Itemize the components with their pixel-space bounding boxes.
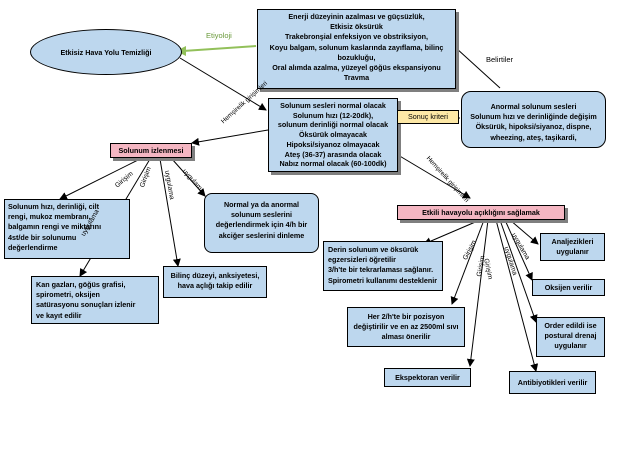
oxygen-box: Oksijen verilir [532, 279, 605, 296]
deepbreath-line: Derin solunum ve öksürük [328, 245, 419, 254]
resp-rate-box: Solunum hızı, derinliği, cilt rengi, muk… [4, 199, 130, 259]
expectorant-box: Ekspektoran verilir [384, 368, 471, 387]
breath-sounds-box: Normal ya da anormal solunum seslerini d… [204, 193, 319, 253]
symptoms-box: Anormal solunum sesleri Solunum hızı ve … [461, 91, 606, 148]
airway-to-deepbreath-connector [423, 219, 481, 245]
causes-line: Trakebronşial enfeksiyon ve obstriksiyon… [284, 32, 428, 42]
causes-line: Koyu balgam, solunum kaslarında zayıflam… [269, 42, 444, 52]
analgesic-line: uygulanır [556, 247, 589, 257]
consciousness-box: Bilinç düzeyi, anksiyetesi, hava açlığı … [163, 266, 267, 298]
antibiotic-label: Antibiyotikleri verilir [517, 378, 588, 387]
criteria-line: solunum derinliği normal olacak [277, 120, 389, 130]
position-box: Her 2/h'te bir pozisyon değiştirilir ve … [347, 307, 465, 347]
goal-to-monitoring-connector [191, 129, 269, 146]
monitoring-title: Solunum izlenmesi [118, 146, 184, 155]
result-criteria-tag: Sonuç kriteri [397, 110, 459, 124]
resp-line: değerlendirme [8, 242, 58, 252]
position-line: değiştirilir ve en az 2500ml sıvı [353, 322, 459, 332]
causes-line: bozukluğu, [337, 52, 376, 62]
symptom-line: wheezing, ateş, taşikardi, [490, 132, 577, 142]
drainage-box: Order edildi ise postural drenaj uygulan… [536, 317, 605, 357]
symptom-line: Solunum hızı ve derinliğinde değişim [470, 112, 597, 122]
position-line: Her 2/h'te bir pozisyon [367, 312, 445, 321]
deepbreath-line: Spirometri kullanımı desteklenir [328, 275, 438, 285]
position-line: alması önerilir [381, 332, 431, 342]
airway-to-antibiotic-connector [495, 219, 539, 372]
airway-title: Etkili havayolu açıklığını sağlamak [422, 208, 540, 217]
expectorant-label: Ekspektoran verilir [395, 373, 460, 382]
airway-to-analgesic-connector [509, 219, 539, 245]
analgesic-line: Analjezikleri [551, 237, 594, 246]
resp-line: Solunum hızı, derinliği, cilt [8, 202, 100, 211]
causes-line: Enerji düzeyinin azalması ve güçsüzlük, [288, 12, 425, 21]
monitoring-to-sounds-connector [171, 158, 206, 197]
oxygen-label: Oksijen verilir [544, 283, 593, 292]
bloodgas-line: satürasyonu sonuçları izlenir [36, 300, 136, 310]
sounds-line: değerlendirmek için 4/h bir [215, 220, 308, 230]
criteria-line: Hipoksi/siyanoz olmayacak [286, 139, 380, 149]
antibiotic-box: Antibiyotikleri verilir [509, 371, 596, 394]
criteria-line: Solunum sesleri normal olacak [280, 101, 386, 110]
monitoring-header: Solunum izlenmesi [110, 143, 192, 158]
blood-gas-box: Kan gazları, göğüs grafisi, spirometri, … [31, 276, 159, 324]
monitoring-to-consciousness-connector [159, 158, 181, 267]
diagnosis-to-goal-connector [179, 57, 267, 111]
resp-line: balgamın rengi ve miktarını [8, 222, 102, 232]
airway-to-position-connector [450, 219, 485, 305]
criteria-line: Ateş (36-37) arasında olacak [284, 149, 382, 159]
drainage-line: Order edildi ise [544, 321, 597, 330]
airway-header: Etkili havayolu açıklığını sağlamak [397, 205, 565, 220]
deepbreath-line: 3/h'te bir tekrarlaması sağlanır. [328, 265, 434, 275]
analgesic-box: Analjezikleri uygulanır [540, 233, 605, 261]
consciousness-line: Bilinç düzeyi, anksiyetesi, [170, 271, 260, 280]
drainage-line: postural drenaj [544, 331, 597, 341]
resp-line: rengi, mukoz membranı, [8, 212, 91, 222]
deep-breath-box: Derin solunum ve öksürük egzersizleri öğ… [323, 241, 443, 291]
etiyoloji-causes-box: Enerji düzeyinin azalması ve güçsüzlük, … [257, 9, 456, 89]
sounds-line: akciğer seslerini dinleme [218, 230, 305, 240]
sounds-line: Normal ya da anormal [223, 200, 300, 209]
causes-line: Etkisiz öksürük [330, 22, 383, 32]
diagnosis-title: Etkisiz Hava Yolu Temizliği [60, 47, 152, 57]
bloodgas-line: ve kayıt edilir [36, 310, 82, 320]
causes-line: Oral alımda azalma, yüzeyel göğüs ekspan… [272, 63, 441, 73]
belirtiler-connector [455, 47, 501, 89]
etiyoloji-arrow [176, 45, 257, 56]
monitoring-to-resp-connector [59, 158, 141, 200]
sounds-line: solunum seslerini [230, 210, 293, 220]
bloodgas-line: spirometri, oksijen [36, 290, 100, 300]
symptom-line: Anormal solunum sesleri [490, 102, 577, 111]
symptom-line: Öksürük, hipoksi/siyanoz, dispne, [475, 122, 592, 132]
etiyoloji-label: Etiyoloji [206, 31, 232, 40]
diagnosis-ellipse: Etkisiz Hava Yolu Temizliği [30, 29, 182, 75]
goal-criteria-box: Solunum sesleri normal olacak Solunum hı… [268, 98, 398, 172]
resp-line: 4st/de bir solunumu [8, 232, 77, 242]
airway-to-drainage-connector [499, 219, 538, 323]
deepbreath-line: egzersizleri öğretilir [328, 255, 396, 265]
airway-to-oxygen-connector [504, 219, 533, 281]
belirtiler-label: Belirtiler [486, 55, 514, 64]
airway-to-expectorant-connector [466, 219, 489, 367]
drainage-line: uygulanır [554, 341, 587, 351]
consciousness-line: hava açlığı takip edilir [177, 281, 253, 291]
goal-to-airway-connector [397, 154, 471, 199]
result-criteria-label: Sonuç kriteri [408, 112, 448, 121]
bloodgas-line: Kan gazları, göğüs grafisi, [36, 280, 126, 289]
criteria-line: Öksürük olmayacak [299, 130, 367, 140]
criteria-line: Nabız normal olacak (60-100dk) [279, 159, 387, 169]
causes-line: Travma [343, 73, 370, 83]
criteria-line: Solunum hızı (12-20dk), [292, 110, 374, 120]
